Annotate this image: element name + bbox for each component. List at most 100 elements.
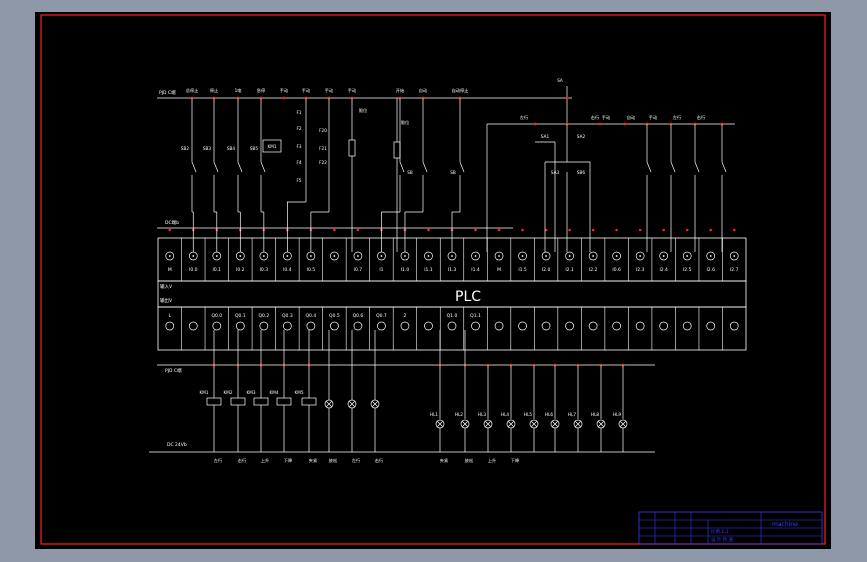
fuse-symbol bbox=[348, 139, 356, 157]
input-terminal-center bbox=[451, 255, 453, 257]
output-terminal-label: Q0.7 bbox=[376, 313, 387, 319]
contact-blade bbox=[459, 161, 465, 173]
input-node bbox=[544, 228, 548, 232]
output-terminal-label: Q0.4 bbox=[306, 313, 317, 319]
output-terminal bbox=[541, 321, 551, 331]
component-label: SB3 bbox=[203, 146, 212, 151]
input-terminal-center bbox=[521, 255, 524, 257]
component-label: HL4 bbox=[501, 412, 509, 417]
contact-blade bbox=[237, 161, 243, 173]
component-label: 手动 bbox=[348, 87, 356, 94]
input-terminal bbox=[565, 251, 574, 261]
output-terminal bbox=[424, 321, 433, 331]
lamp-cross bbox=[597, 420, 605, 428]
input-terminal-center bbox=[239, 255, 242, 257]
input-terminal-label: I0.3 bbox=[260, 267, 269, 273]
output-terminal-label: L bbox=[169, 313, 172, 319]
coil-symbol bbox=[230, 397, 246, 406]
coil-symbol bbox=[301, 397, 317, 406]
input-node bbox=[497, 228, 501, 232]
input-terminal-label: I0.5 bbox=[307, 267, 316, 273]
lamp-cross bbox=[371, 400, 379, 408]
component-label: 停止 bbox=[210, 87, 218, 94]
input-terminal-label: I2.3 bbox=[636, 267, 645, 273]
component-label: 放松 bbox=[329, 457, 337, 464]
input-node bbox=[662, 228, 665, 232]
lamp-cross bbox=[436, 420, 444, 428]
output-terminal bbox=[682, 321, 692, 331]
input-node bbox=[427, 228, 430, 232]
input-terminal-center bbox=[709, 255, 712, 257]
component-label: F21 bbox=[319, 146, 327, 151]
input-terminal-label: I0.0 bbox=[189, 267, 198, 273]
input-terminal-label: I1.5 bbox=[518, 267, 527, 273]
component-label: 手动 bbox=[602, 114, 610, 121]
input-terminal bbox=[588, 251, 598, 261]
component-label: 夹紧 bbox=[440, 457, 448, 464]
input-common-rail: DC端b bbox=[157, 219, 513, 229]
component-label: 左行 bbox=[214, 457, 222, 464]
component-label: 限位 bbox=[359, 107, 367, 114]
output-terminal bbox=[565, 321, 574, 331]
lamp-cross bbox=[348, 400, 356, 408]
input-terminal-label: M bbox=[497, 267, 501, 273]
fuse-symbol bbox=[393, 141, 401, 159]
input-terminal bbox=[330, 251, 339, 261]
output-terminal bbox=[377, 321, 386, 331]
input-terminal-center bbox=[309, 255, 312, 257]
input-terminal-label: I2.2 bbox=[589, 267, 598, 273]
component-label: SA1 bbox=[541, 134, 550, 139]
input-terminal bbox=[729, 251, 739, 261]
input-terminal-center bbox=[215, 255, 218, 257]
input-node bbox=[638, 228, 642, 232]
input-terminal bbox=[682, 251, 692, 261]
output-terminal bbox=[283, 321, 292, 331]
contact-blade bbox=[694, 161, 700, 173]
component-label: 上升 bbox=[261, 457, 269, 464]
input-terminal bbox=[706, 251, 716, 261]
component-label: F22 bbox=[319, 160, 327, 165]
output-terminal-label: Q1.0 bbox=[447, 313, 458, 319]
component-label: 放松 bbox=[465, 457, 473, 464]
output-terminal bbox=[659, 321, 669, 331]
component-label: HL8 bbox=[591, 412, 599, 417]
component-label: 手动 bbox=[302, 87, 310, 94]
component-label: KM2 bbox=[223, 390, 232, 395]
component-label: HL7 bbox=[568, 412, 576, 417]
component-label: 左行 bbox=[673, 114, 681, 121]
component-label: SB bbox=[407, 170, 413, 175]
component-label: KM4 bbox=[269, 390, 278, 395]
input-terminal-center bbox=[615, 255, 618, 257]
component-label: 自动 bbox=[627, 114, 635, 121]
input-terminal bbox=[471, 251, 480, 261]
component-label: F3 bbox=[296, 144, 301, 149]
component-label: SB2 bbox=[181, 146, 190, 151]
output-terminal bbox=[612, 321, 621, 331]
title-block-scale: 比例 1:1 bbox=[711, 528, 729, 535]
input-node bbox=[568, 228, 571, 232]
component-label: SB5 bbox=[250, 146, 259, 151]
output-terminal bbox=[588, 321, 598, 331]
output-terminal-label: Q0.3 bbox=[282, 313, 293, 319]
component-label: SB6 bbox=[577, 170, 586, 175]
component-label: 开始 bbox=[396, 87, 405, 94]
input-terminal-label: I1.0 bbox=[401, 267, 410, 273]
component-label: 下降 bbox=[511, 457, 520, 464]
junction-node bbox=[623, 122, 627, 126]
lamp-cross bbox=[574, 420, 582, 428]
component-label: SB bbox=[450, 170, 456, 175]
title-block-name: machine bbox=[772, 521, 798, 528]
component-label: 限位 bbox=[401, 119, 409, 126]
input-node bbox=[474, 228, 477, 232]
lamp-cross bbox=[461, 420, 469, 428]
input-terminal-center bbox=[498, 255, 500, 257]
component-label: HL1 bbox=[430, 412, 438, 417]
contact-blade bbox=[399, 161, 405, 173]
contact-blade bbox=[646, 161, 652, 173]
component-label: 下降 bbox=[284, 457, 293, 464]
output-terminal bbox=[518, 321, 527, 331]
relay-box bbox=[262, 139, 282, 153]
input-terminal-label: I2.0 bbox=[542, 267, 551, 273]
input-terminal bbox=[424, 251, 433, 261]
